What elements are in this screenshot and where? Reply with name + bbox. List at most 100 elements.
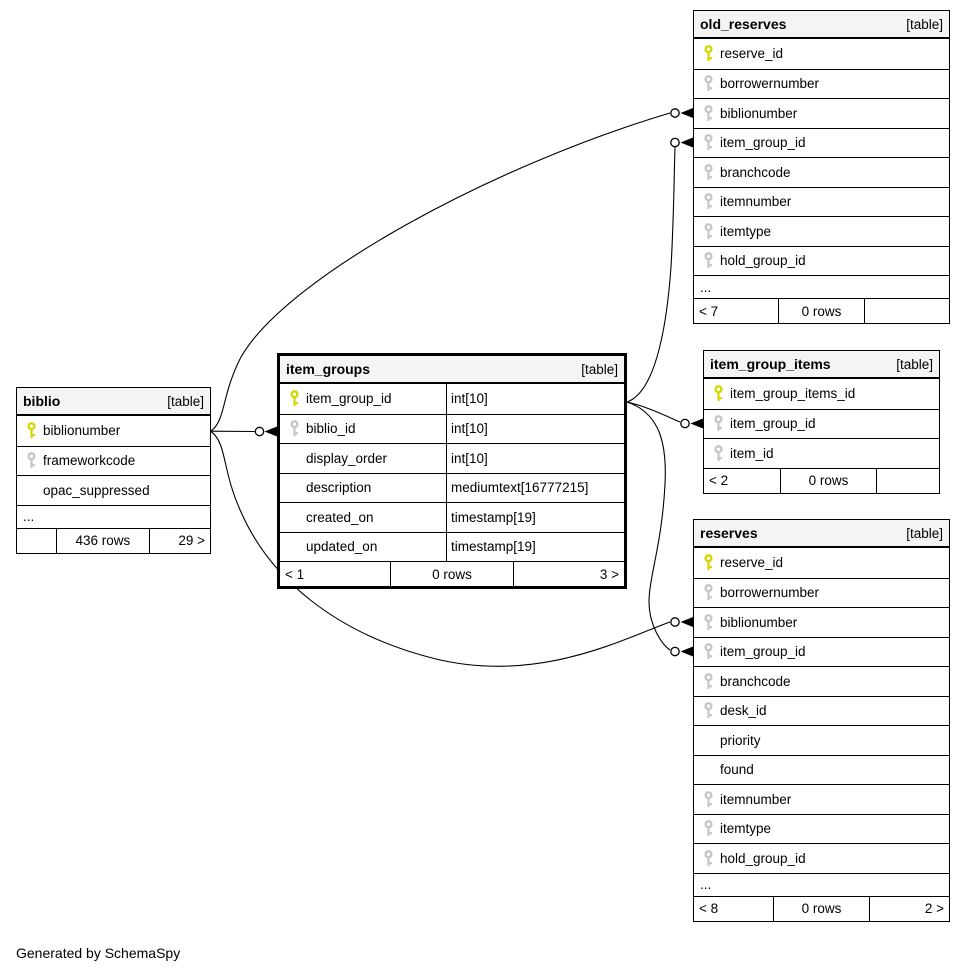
footer-parents-count: < 8 xyxy=(699,901,719,916)
footer-children-count xyxy=(865,299,949,323)
connector-circle xyxy=(254,426,265,437)
foreign-key-icon xyxy=(694,815,720,844)
connector-circle xyxy=(670,617,680,627)
no-key-spacer xyxy=(280,474,306,503)
primary-key-icon xyxy=(694,548,720,578)
connector-arrow xyxy=(680,137,693,148)
fk-line-biblio-reserves xyxy=(210,431,671,667)
table-name[interactable]: old_reserves xyxy=(700,16,787,32)
foreign-key-icon xyxy=(704,439,730,468)
foreign-key-icon xyxy=(694,99,720,128)
column-name: itemnumber xyxy=(720,791,792,807)
column-name: itemnumber xyxy=(720,194,792,210)
no-key-spacer xyxy=(694,756,720,785)
column-name: itemtype xyxy=(720,821,772,837)
table-type-badge: [table] xyxy=(906,525,943,541)
connector-arrow xyxy=(680,646,693,657)
column-row-itemnumber: itemnumber xyxy=(694,784,949,814)
column-row-biblionumber: biblionumber xyxy=(694,98,949,128)
connector-arrow xyxy=(690,418,703,429)
no-key-spacer xyxy=(17,476,43,505)
table-name[interactable]: item_group_items xyxy=(710,356,831,372)
column-row-opac_suppressed: opac_suppressed xyxy=(17,475,210,505)
column-row-item_group_id: item_group_id xyxy=(704,408,939,438)
column-row-itemtype: itemtype xyxy=(694,216,949,246)
primary-key-icon xyxy=(17,416,43,446)
column-row-hold_group_id: hold_group_id xyxy=(694,245,949,275)
foreign-key-icon xyxy=(694,129,720,158)
primary-key-icon xyxy=(704,379,730,409)
column-name: created_on xyxy=(306,509,374,525)
footer-children-count: 3 > xyxy=(599,566,619,582)
fk-line-item_groups-item_group_items xyxy=(626,401,681,423)
column-row-item_group_items_id: item_group_items_id xyxy=(704,379,939,409)
column-name: priority xyxy=(720,732,761,748)
column-row-found: found xyxy=(694,754,949,785)
footer-parents-count: < 7 xyxy=(699,303,719,319)
column-name: biblio_id xyxy=(306,421,356,437)
foreign-key-icon xyxy=(694,697,720,726)
foreign-key-icon xyxy=(280,415,306,444)
foreign-key-icon xyxy=(17,447,43,476)
column-name: hold_group_id xyxy=(720,850,806,866)
connector-arrow xyxy=(680,617,693,627)
column-row-borrowernumber: borrowernumber xyxy=(694,577,949,608)
footer-children-count: 29 > xyxy=(178,533,205,548)
column-name: item_group_id xyxy=(720,644,806,660)
table-name[interactable]: item_groups xyxy=(286,361,371,377)
foreign-key-icon xyxy=(694,785,720,814)
column-type: int[10] xyxy=(446,444,624,473)
footer-row-count: 0 rows xyxy=(390,562,514,586)
connector-arrow xyxy=(680,108,693,118)
foreign-key-icon xyxy=(694,579,720,608)
table-item_group_items[interactable]: item_group_items [table] item_group_items_… xyxy=(703,350,940,494)
table-header: biblio [table] xyxy=(17,388,210,416)
column-name: item_group_id xyxy=(306,391,392,407)
ellipsis-row: ... xyxy=(694,872,949,896)
table-name[interactable]: biblio xyxy=(23,393,61,409)
table-name[interactable]: reserves xyxy=(700,525,758,541)
column-row-item_id: item_id xyxy=(704,438,939,468)
column-row-reserve_id: reserve_id xyxy=(694,548,949,578)
ellipsis-row: ... xyxy=(694,275,949,298)
column-row-biblionumber: biblionumber xyxy=(694,607,949,637)
table-type-badge: [table] xyxy=(896,356,933,372)
table-type-badge: [table] xyxy=(167,393,204,409)
footer-children-count: 2 > xyxy=(924,901,944,916)
column-row-desk_id: desk_id xyxy=(694,695,949,726)
column-row-branchcode: branchcode xyxy=(694,666,949,696)
table-header: reserves [table] xyxy=(694,520,949,548)
column-row-hold_group_id: hold_group_id xyxy=(694,843,949,873)
column-name: frameworkcode xyxy=(43,453,136,469)
column-name: item_group_items_id xyxy=(730,386,856,402)
table-header: item_groups [table] xyxy=(280,356,624,384)
column-type: int[10] xyxy=(446,414,624,443)
table-type-badge: [table] xyxy=(581,361,618,377)
primary-key-icon xyxy=(694,39,720,69)
no-key-spacer xyxy=(280,533,306,562)
foreign-key-icon xyxy=(694,70,720,99)
column-row-itemnumber: itemnumber xyxy=(694,186,949,216)
no-key-spacer xyxy=(280,503,306,532)
column-row-reserve_id: reserve_id xyxy=(694,39,949,69)
column-row-itemtype: itemtype xyxy=(694,813,949,844)
fk-line-biblio-old_reserves xyxy=(210,112,671,432)
no-key-spacer xyxy=(694,726,720,755)
no-key-spacer xyxy=(280,444,306,473)
column-name: item_id xyxy=(730,445,774,461)
column-type: timestamp[19] xyxy=(446,532,624,561)
column-name: item_group_id xyxy=(720,135,806,151)
footer-parents-count xyxy=(17,529,56,553)
column-name: itemtype xyxy=(720,223,772,239)
